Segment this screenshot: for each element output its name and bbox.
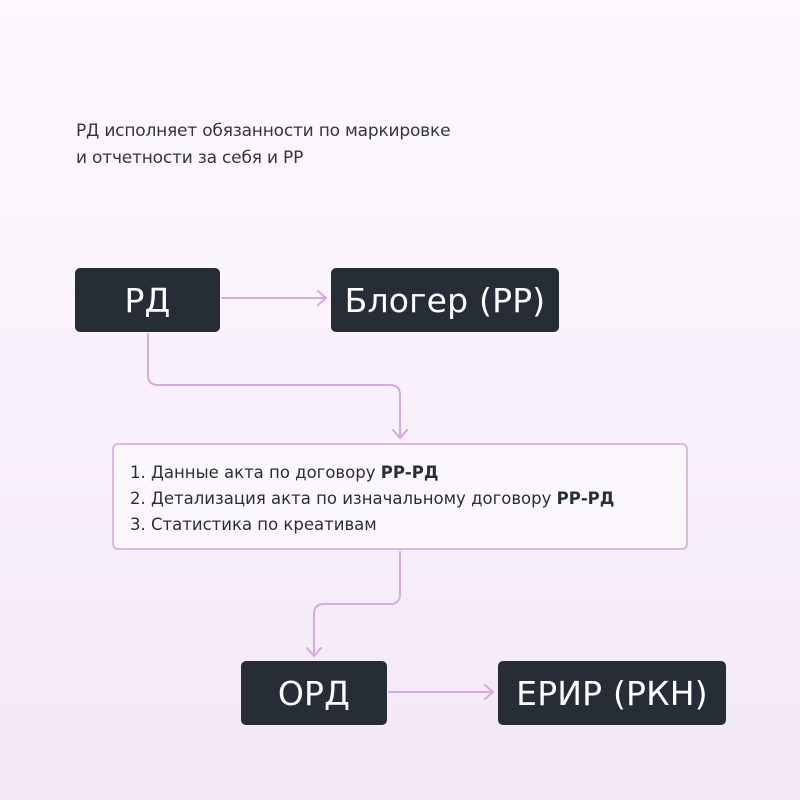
caption-line-2: и отчетности за себя и РР [76, 148, 304, 168]
arrowhead-ord [306, 647, 322, 657]
documents-item-1: 1. Данные акта по договору РР-РД [130, 460, 686, 486]
documents-item-1-text: 1. Данные акта по договору [130, 463, 381, 482]
arrow-rd-to-documents [147, 333, 401, 439]
documents-item-2-text: 2. Детализация акта по изначальному дого… [130, 489, 557, 508]
documents-item-2: 2. Детализация акта по изначальному дого… [130, 486, 686, 512]
node-rd: РД [75, 268, 220, 332]
documents-item-1-strong: РР-РД [380, 463, 439, 482]
node-blogger: Блогер (РР) [331, 268, 559, 332]
documents-item-3: 3. Статистика по креативам [130, 512, 686, 538]
arrowhead-erir [484, 684, 494, 700]
node-ord: ОРД [241, 661, 387, 725]
description-caption: РД исполняет обязанности по маркировке и… [76, 118, 596, 172]
arrowhead-blogger [317, 290, 327, 306]
node-ord-label: ОРД [277, 673, 351, 713]
arrow-documents-to-ord [313, 551, 401, 657]
arrowhead-documents [392, 429, 408, 439]
node-blogger-label: Блогер (РР) [344, 280, 546, 320]
documents-box: 1. Данные акта по договору РР-РД 2. Дета… [112, 443, 688, 550]
node-erir: ЕРИР (РКН) [498, 661, 726, 725]
documents-item-3-text: 3. Статистика по креативам [130, 515, 377, 534]
node-rd-label: РД [124, 280, 171, 320]
documents-item-2-strong: РР-РД [556, 489, 615, 508]
caption-line-1: РД исполняет обязанности по маркировке [76, 121, 451, 141]
node-erir-label: ЕРИР (РКН) [516, 673, 708, 713]
